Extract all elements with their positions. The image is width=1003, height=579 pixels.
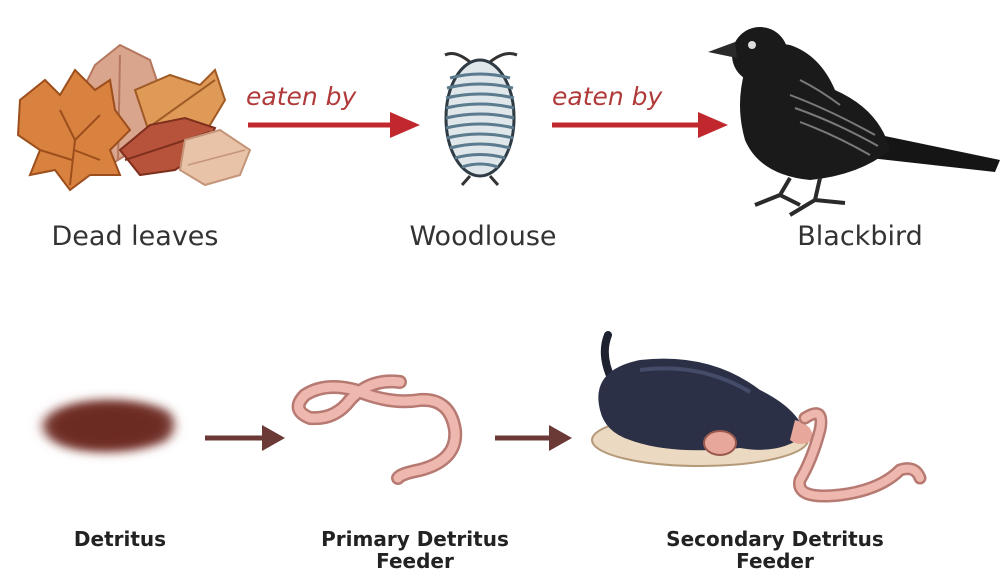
dead-leaves-image (18, 45, 250, 190)
bottom-arrow-1 (205, 425, 285, 451)
label-detritus: Detritus (20, 528, 220, 550)
earthworm-image (299, 381, 456, 478)
arrow-label-2: eaten by (552, 82, 662, 111)
mole-image (592, 335, 920, 496)
label-secondary-line1: Secondary Detritus (610, 528, 940, 550)
label-blackbird: Blackbird (760, 221, 960, 252)
eaten-by-arrow-1 (248, 112, 420, 138)
woodlouse-image (445, 54, 517, 185)
label-primary-detritus-feeder: Primary Detritus Feeder (270, 528, 560, 572)
detritus-image (35, 396, 181, 455)
label-primary-line1: Primary Detritus (270, 528, 560, 550)
label-secondary-line2: Feeder (610, 550, 940, 572)
label-woodlouse: Woodlouse (378, 221, 588, 252)
label-primary-line2: Feeder (270, 550, 560, 572)
eaten-by-arrow-2 (552, 112, 728, 138)
arrow-label-1: eaten by (246, 82, 356, 111)
bottom-arrow-2 (495, 425, 572, 451)
label-detritus-text: Detritus (74, 527, 166, 551)
label-secondary-detritus-feeder: Secondary Detritus Feeder (610, 528, 940, 572)
blackbird-image (708, 27, 1000, 215)
label-dead-leaves: Dead leaves (30, 221, 240, 252)
